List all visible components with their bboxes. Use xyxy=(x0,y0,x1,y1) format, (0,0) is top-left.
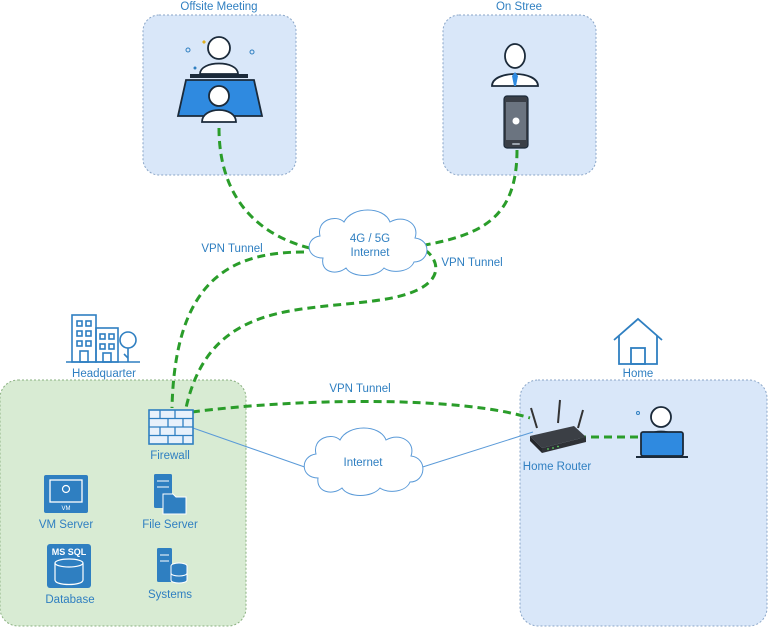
systems-icon xyxy=(157,548,188,584)
database-label: Database xyxy=(45,594,94,606)
home-title: Home xyxy=(623,368,654,380)
mobile-internet-cloud: 4G / 5G Internet xyxy=(308,209,428,276)
internet-cloud-label: Internet xyxy=(344,457,384,469)
on-street-title: On Stree xyxy=(496,1,542,13)
video-meeting-icon xyxy=(176,36,264,123)
vm-server-icon: VM xyxy=(44,475,88,513)
systems-label: Systems xyxy=(148,589,192,601)
vpn-tunnel-label-right: VPN Tunnel xyxy=(441,257,502,269)
mobile-cloud-label-line2: Internet xyxy=(351,247,391,259)
vpn-tunnel-label-left: VPN Tunnel xyxy=(201,243,262,255)
laptop-user-icon xyxy=(636,406,688,458)
file-server-label: File Server xyxy=(142,519,198,531)
database-icon: MS SQL xyxy=(47,544,91,588)
home-house-icon xyxy=(613,317,663,365)
headquarter-title: Headquarter xyxy=(72,368,136,380)
home-router-label: Home Router xyxy=(523,461,592,473)
zone-headquarter xyxy=(0,379,247,627)
vm-badge: VM xyxy=(62,506,71,512)
zone-home xyxy=(519,379,768,627)
ms-sql-badge: MS SQL xyxy=(52,547,87,557)
office-building-icon xyxy=(66,314,140,363)
zone-on-street xyxy=(442,14,597,176)
smartphone-icon xyxy=(503,95,529,149)
vm-server-label: VM Server xyxy=(39,519,93,531)
internet-links xyxy=(192,427,534,472)
internet-cloud: Internet xyxy=(303,427,424,496)
firewall-label: Firewall xyxy=(150,450,190,462)
file-server-icon xyxy=(154,474,187,515)
offsite-meeting-title: Offsite Meeting xyxy=(180,1,257,13)
businessman-icon xyxy=(491,43,539,87)
vpn-tunnels xyxy=(170,127,645,439)
mobile-cloud-label-line1: 4G / 5G xyxy=(350,233,390,245)
firewall-icon xyxy=(148,409,194,445)
vpn-tunnel-label-home: VPN Tunnel xyxy=(329,383,390,395)
router-icon xyxy=(530,399,586,453)
